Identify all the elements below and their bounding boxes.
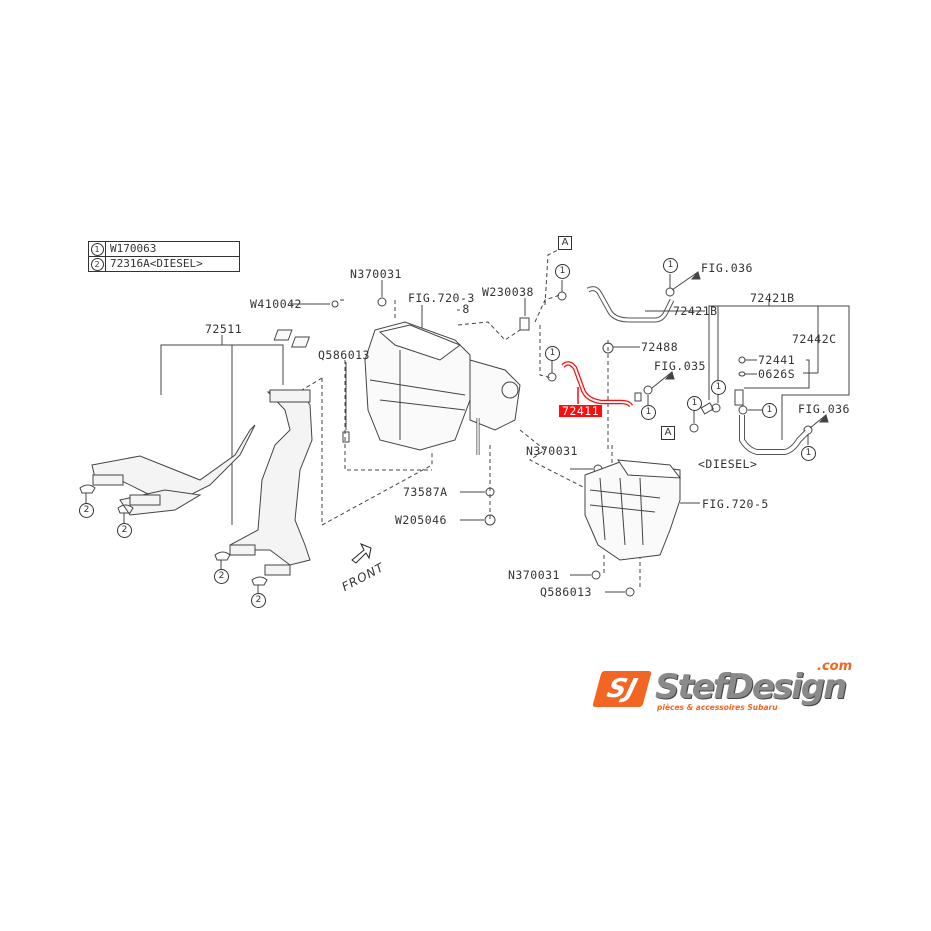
label-fig720-3-8: -8 (455, 302, 470, 316)
marker-2: 2 (117, 523, 132, 538)
legend-value-2: 72316A<DIESEL> (110, 257, 203, 270)
legend-key-1: 1 (90, 242, 104, 256)
marker-2: 2 (251, 593, 266, 608)
label-73587a[interactable]: 73587A (403, 485, 448, 499)
label-w230038[interactable]: W230038 (482, 285, 534, 299)
marker-2: 2 (214, 569, 229, 584)
label-72411-highlighted[interactable]: 72411 (559, 405, 603, 417)
label-fig720-3[interactable]: FIG.720-3 (408, 291, 475, 305)
label-n370031-top[interactable]: N370031 (350, 267, 402, 281)
ref-a-box-bottom: A (661, 426, 675, 440)
label-q586013-bot[interactable]: Q586013 (540, 585, 592, 599)
label-72421b-hose[interactable]: 72421B (673, 304, 718, 318)
marker-1: 1 (687, 396, 702, 411)
duct-leader-72511 (160, 335, 284, 525)
clip-markers (79, 484, 268, 593)
marker-1: 1 (762, 403, 777, 418)
label-n370031-mid[interactable]: N370031 (526, 444, 578, 458)
label-72488[interactable]: 72488 (641, 340, 679, 354)
ref-a-box-top: A (558, 236, 572, 250)
front-arrow-icon (351, 543, 372, 564)
label-72441[interactable]: 72441 (758, 353, 796, 367)
legend-row: 1 W170063 (89, 242, 239, 257)
label-n370031-bot[interactable]: N370031 (508, 568, 560, 582)
marker-1: 1 (663, 258, 678, 273)
heater-unit (273, 321, 521, 451)
fig-arrows (651, 270, 829, 429)
legend-row: 2 72316A<DIESEL> (89, 257, 239, 271)
label-72511[interactable]: 72511 (205, 322, 243, 336)
logo-dotcom: .com (817, 659, 853, 674)
marker-2: 2 (79, 503, 94, 518)
label-q586013-top[interactable]: Q586013 (318, 348, 370, 362)
label-fig720-5[interactable]: FIG.720-5 (702, 497, 769, 511)
stefdesign-logo: SJ StefDesign .com pièces & accessoires … (592, 659, 860, 715)
dashed-connectors (301, 247, 641, 590)
label-diesel: <DIESEL> (698, 457, 758, 471)
bracket-72421b (700, 300, 850, 440)
label-72421b-diesel[interactable]: 72421B (750, 291, 795, 305)
label-w410042[interactable]: W410042 (250, 297, 302, 311)
label-72442c[interactable]: 72442C (792, 332, 837, 346)
marker-1: 1 (555, 264, 570, 279)
label-0626s[interactable]: 0626S (758, 367, 796, 381)
marker-1: 1 (801, 446, 816, 461)
hose-diesel (739, 415, 810, 455)
hose-72411-highlighted (561, 361, 634, 408)
legend-value-1: W170063 (110, 242, 157, 255)
marker-1: 1 (641, 405, 656, 420)
blower-unit (584, 459, 682, 561)
logo-name: StefDesign (655, 667, 847, 707)
marker-1: 1 (545, 346, 560, 361)
label-fig035[interactable]: FIG.035 (654, 359, 706, 373)
marker-1: 1 (711, 380, 726, 395)
label-fig036-top[interactable]: FIG.036 (701, 261, 753, 275)
label-w205046[interactable]: W205046 (395, 513, 447, 527)
label-fig036-right[interactable]: FIG.036 (798, 402, 850, 416)
rear-duct-right (229, 389, 313, 576)
logo-mark: SJ (592, 671, 652, 707)
rear-duct-left (91, 424, 256, 516)
legend-key-2: 2 (90, 257, 104, 271)
logo-tagline: pièces & accessoires Subaru (657, 703, 778, 712)
legend-table: 1 W170063 2 72316A<DIESEL> (88, 241, 240, 272)
